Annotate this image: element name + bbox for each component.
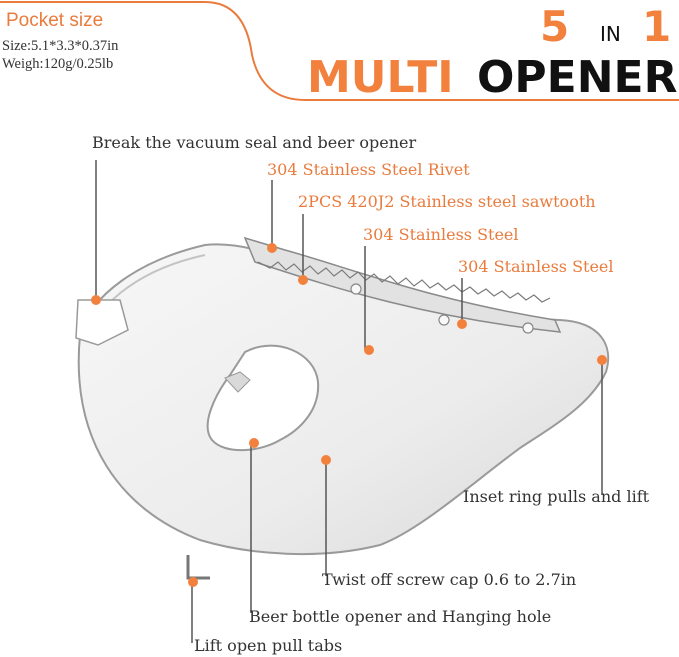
spec-title: Pocket size [6, 10, 104, 31]
opener-body [77, 243, 610, 556]
callout-steel-1: 304 Stainless Steel [363, 225, 519, 244]
pull-tab-hook [186, 555, 210, 580]
callout-twist: Twist off screw cap 0.6 to 2.7in [322, 570, 577, 589]
hero-five: 5 [540, 2, 570, 51]
callout-sawtooth: 2PCS 420J2 Stainless steel sawtooth [298, 192, 596, 211]
callout-vacuum: Break the vacuum seal and beer opener [92, 133, 417, 152]
callout-tabs: Lift open pull tabs [194, 636, 343, 655]
hero-opener: OPENER [477, 52, 678, 103]
hero-one: 1 [642, 2, 672, 51]
callout-steel-2: 304 Stainless Steel [458, 257, 614, 276]
rivet-3 [522, 322, 534, 334]
callout-rivet: 304 Stainless Steel Rivet [267, 160, 470, 179]
callout-dots [91, 243, 607, 587]
vacuum-notch [75, 299, 129, 346]
saw-strip [243, 236, 562, 333]
leader-lines [95, 160, 603, 643]
spec-weight: Weigh:120g/0.25lb [2, 56, 114, 72]
spec-size: Size:5.1*3.3*0.37in [2, 38, 119, 54]
bottle-opener-hole [206, 344, 320, 452]
hero-multi: MULTI [307, 52, 454, 103]
callout-ring: Inset ring pulls and lift [463, 487, 650, 506]
header-frame-line [0, 1, 679, 101]
callout-bottle: Beer bottle opener and Hanging hole [249, 607, 552, 626]
rivet-1 [350, 283, 362, 295]
rivet-2 [438, 314, 450, 326]
hero-in: IN [600, 22, 621, 46]
